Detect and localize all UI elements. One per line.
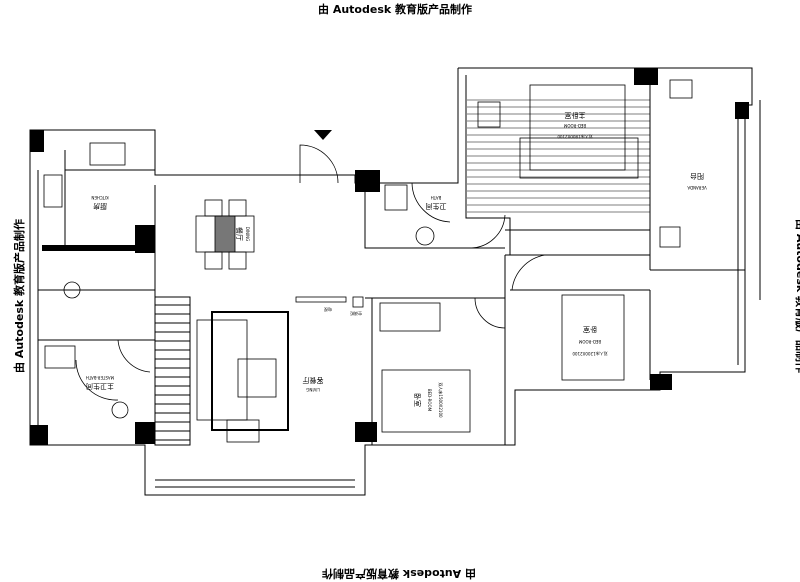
- svg-text:BED-ROOM: BED-ROOM: [578, 339, 601, 344]
- svg-text:厨房: 厨房: [93, 202, 107, 211]
- tv-cabinet: [295, 296, 347, 303]
- label-kitchen: 厨房 KITCHEN: [91, 195, 108, 211]
- svg-text:KITCHEN: KITCHEN: [91, 195, 108, 200]
- doors: [75, 144, 546, 401]
- coffee-table: [237, 358, 277, 398]
- svg-text:双人床1200X2100: 双人床1200X2100: [572, 351, 608, 357]
- master-bed: [529, 84, 626, 171]
- svg-text:主卫生间: 主卫生间: [86, 382, 114, 391]
- label-bath: 卫生间 BATH: [426, 195, 447, 211]
- svg-text:双人床1800X2100: 双人床1800X2100: [557, 134, 593, 140]
- label-master-bedroom: 双人床1800X2100 BED-ROOM 主卧室: [557, 111, 593, 140]
- label-tv: 电视: [324, 307, 332, 313]
- svg-text:BED-ROOM: BED-ROOM: [563, 123, 586, 128]
- svg-text:餐厅: 餐厅: [235, 227, 244, 241]
- label-bedroom-right: 双人床1200X2100 BED-ROOM 卧室: [572, 325, 608, 357]
- svg-text:BATH: BATH: [431, 195, 442, 200]
- svg-text:卧室: 卧室: [583, 325, 597, 334]
- floor-hatch: [467, 99, 650, 213]
- structural-columns: [30, 68, 749, 445]
- svg-text:阳台: 阳台: [690, 172, 704, 181]
- bed-right: [561, 294, 625, 381]
- furniture: [43, 79, 693, 443]
- staircase: [154, 296, 191, 446]
- label-living: LIVING 客餐厅: [303, 376, 324, 392]
- label-dining: DINING 餐厅: [235, 227, 250, 242]
- svg-text:双人床1500X2100: 双人床1500X2100: [438, 382, 444, 418]
- label-cabinet: 空调柜: [350, 311, 362, 317]
- svg-text:BED-ROOM: BED-ROOM: [427, 389, 432, 412]
- svg-text:DINING: DINING: [245, 227, 250, 242]
- armchair: [226, 419, 260, 443]
- svg-text:VERANDA: VERANDA: [687, 185, 707, 190]
- svg-text:MASTER-BATH: MASTER-BATH: [86, 375, 114, 380]
- svg-text:卧室: 卧室: [413, 393, 422, 407]
- svg-text:客餐厅: 客餐厅: [303, 376, 324, 385]
- label-veranda: VERANDA 阳台: [687, 172, 707, 190]
- desk-chair: [477, 101, 501, 128]
- svg-text:主卧室: 主卧室: [565, 111, 586, 120]
- entrance-marker: [314, 130, 332, 140]
- svg-text:卫生间: 卫生间: [426, 202, 447, 211]
- svg-text:LIVING: LIVING: [306, 387, 319, 392]
- sofa: [196, 319, 248, 421]
- label-master-bath: 主卫生间 MASTER-BATH: [86, 375, 114, 391]
- rug: [211, 311, 289, 431]
- label-bedroom-left: 双人床1500X2100 BED-ROOM 卧室: [413, 382, 444, 418]
- bed-left: [381, 369, 471, 433]
- watermark-top: 由 Autodesk 教育版产品制作: [318, 3, 473, 16]
